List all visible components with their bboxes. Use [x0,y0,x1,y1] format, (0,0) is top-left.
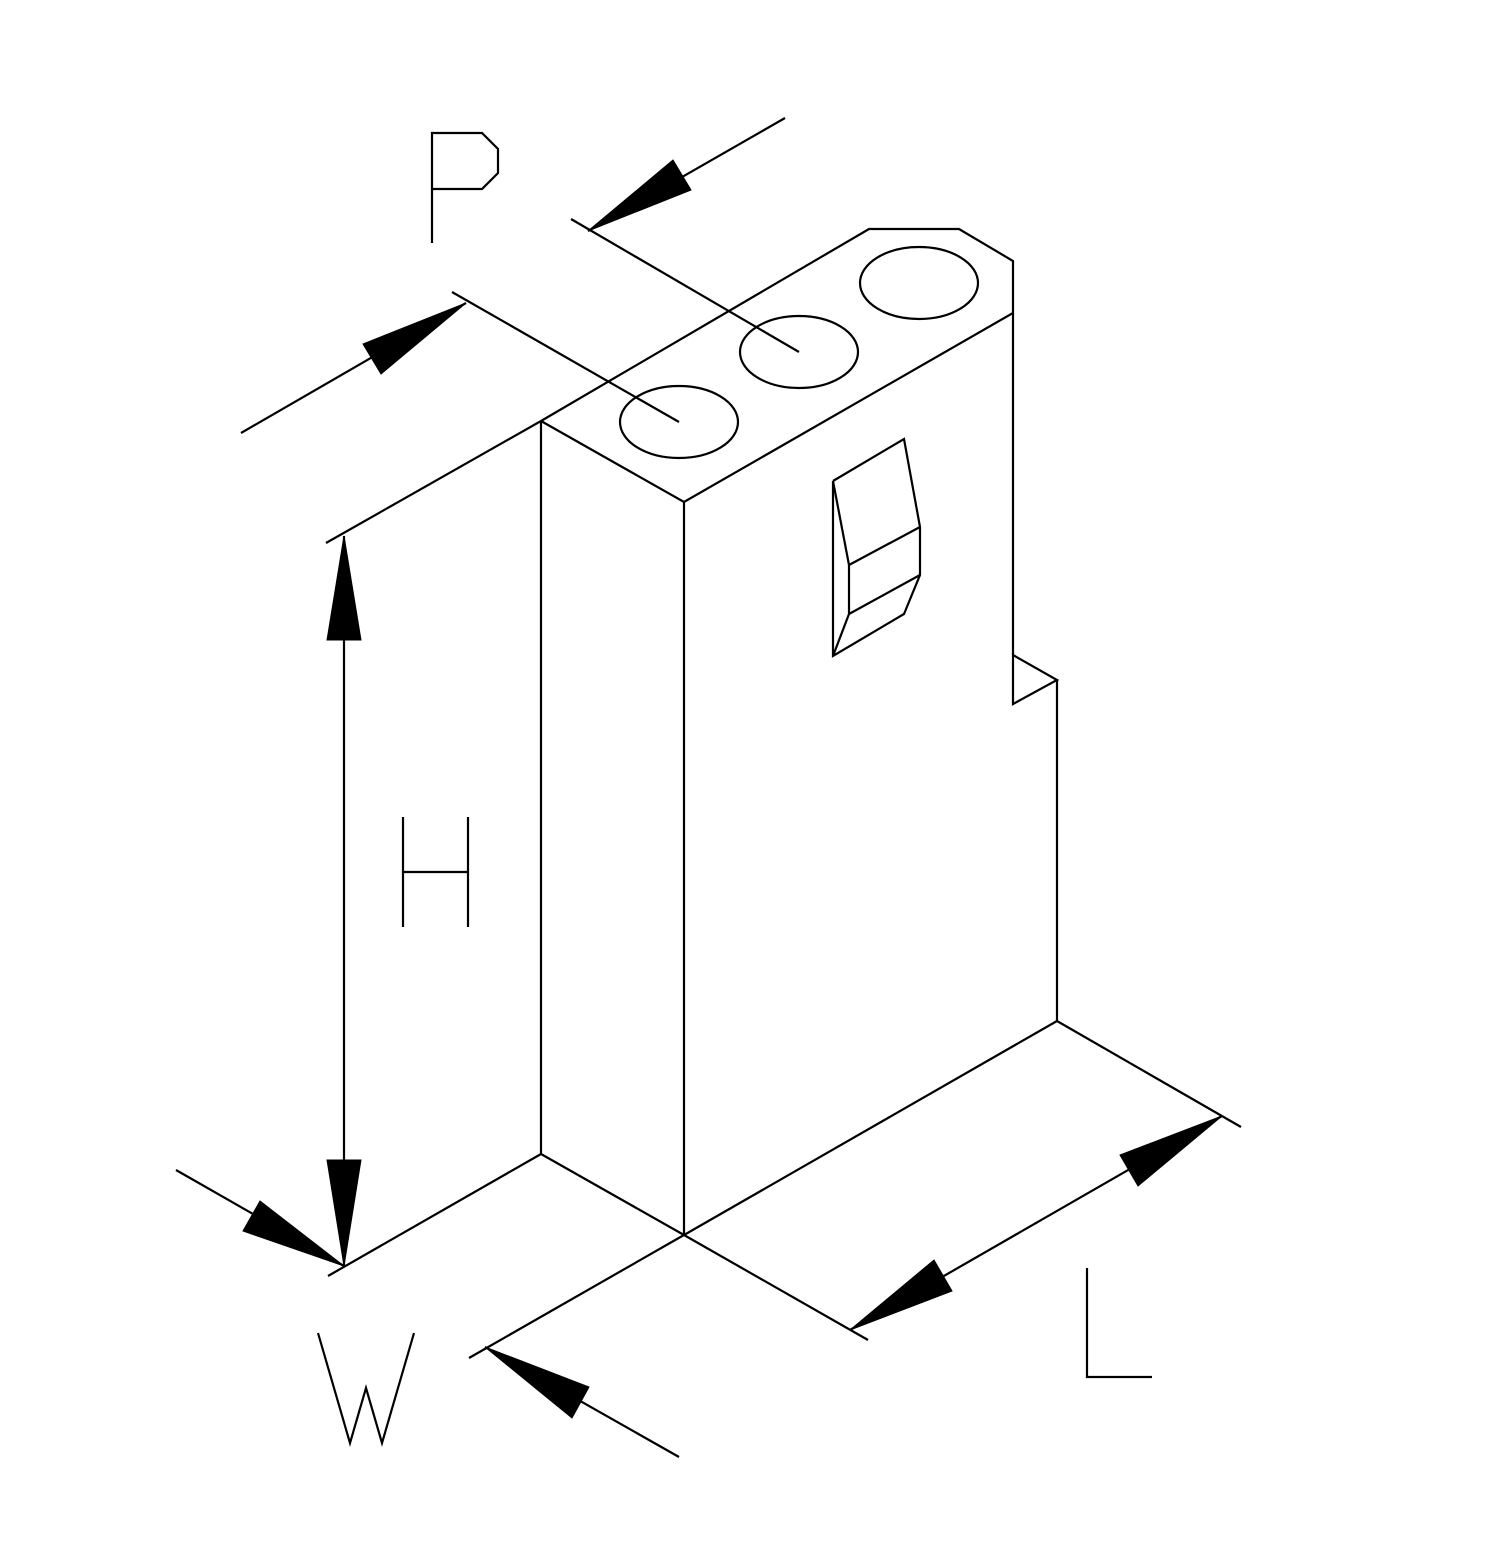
length-extension-line-left [683,1234,869,1341]
latch-inner-edge-4 [848,574,921,615]
dimension-length [683,1020,1242,1341]
length-arrowhead-right [1119,1115,1223,1187]
width-extension-line [468,1234,685,1359]
locking-latch [831,437,922,658]
letter-l-stroke [1085,1268,1152,1379]
height-arrowhead-bottom [326,1159,362,1267]
connector-housing [539,227,1060,1236]
dimension-height [325,420,542,1277]
cavity-hole-2 [738,314,860,390]
latch-inner-edge-5 [831,613,851,657]
letter-w-stroke [316,1332,416,1447]
cavity-holes [618,245,980,460]
pitch-arrowhead-left [362,302,467,375]
letter-p-stroke [430,131,500,243]
height-extension-line-top [325,420,542,544]
label-p: P [430,131,500,243]
top-face-outline [540,227,1015,504]
label-l: L [1085,1268,1152,1379]
height-arrowhead-top [326,535,362,641]
bottom-left-edge [540,1153,685,1236]
width-arrowhead-lower [484,1346,590,1419]
bottom-right-edge [683,1020,1058,1236]
label-h: H [401,817,470,927]
length-extension-line-right [1056,1020,1242,1128]
length-arrowhead-left [849,1259,953,1331]
pitch-extension-line-1 [451,291,680,423]
label-w: W [316,1332,416,1447]
pitch-arrowhead-right [587,159,692,232]
height-extension-line-bottom [327,1153,542,1277]
latch-inner-edge-2 [848,526,921,566]
dimension-width [175,1169,685,1458]
right-step-notch [1011,654,1060,706]
cavity-hole-1 [618,384,740,460]
cavity-hole-3 [858,245,980,321]
dimension-pitch [240,117,800,434]
latch-inner-edge-1 [831,480,851,566]
width-arrowhead-upper [242,1200,345,1267]
pitch-extension-line-2 [570,218,800,353]
